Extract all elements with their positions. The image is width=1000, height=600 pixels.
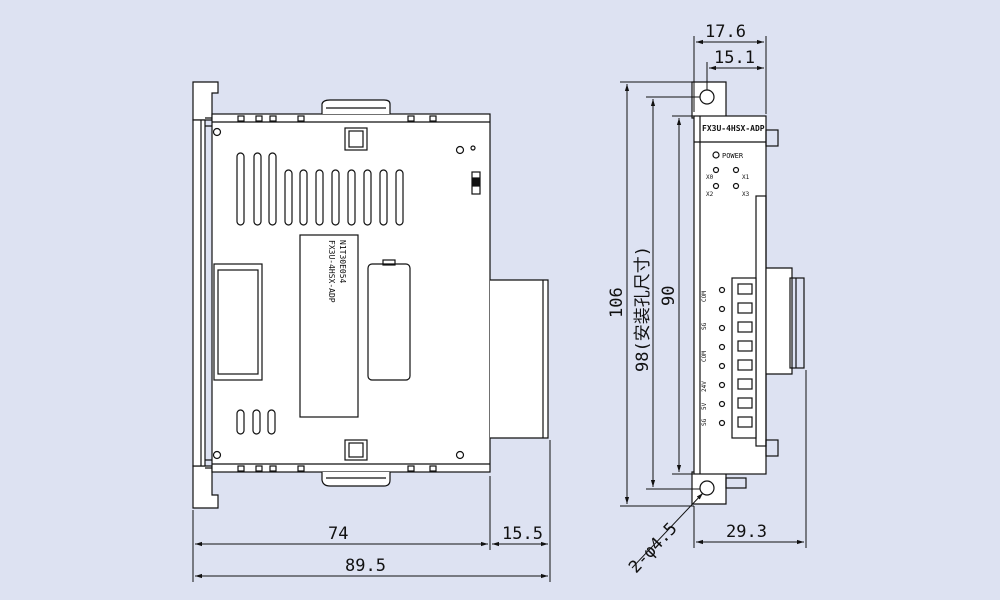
side-dimensions <box>192 440 551 582</box>
vent-slots <box>236 152 404 435</box>
dim-front-90: 90 <box>659 286 679 306</box>
front-view <box>691 81 805 505</box>
label-line-2: FX3U-4HSX-ADP <box>327 240 336 303</box>
mount-hole-icon <box>699 480 715 496</box>
front-dimensions <box>620 36 807 569</box>
side-switch <box>471 171 481 195</box>
dim-side-15-5: 15.5 <box>502 524 543 544</box>
led-label-x2: X2 <box>706 191 714 198</box>
top-slot <box>344 127 368 151</box>
dim-front-15-1: 15.1 <box>714 48 755 68</box>
dim-hole-diameter: 2-φ4.5 <box>625 519 682 578</box>
label-line-1: N1T30E054 <box>338 240 347 284</box>
front-model-label: FX3U-4HSX-ADP <box>702 124 765 133</box>
screw-icon <box>455 450 465 460</box>
power-led-icon <box>712 151 720 159</box>
led-indicators <box>712 166 740 190</box>
dim-front-98: 98(安装孔尺寸) <box>633 246 653 372</box>
din-rail-strip <box>192 119 206 467</box>
screw-icon <box>455 145 465 155</box>
bottom-tab <box>725 477 747 489</box>
terminal-screws <box>737 283 753 428</box>
screw-icon <box>470 145 476 151</box>
terminal-label: COM <box>701 351 708 362</box>
top-tabs <box>237 115 437 122</box>
right-latch-top <box>765 129 779 147</box>
screw-icon <box>212 127 222 137</box>
label-plate <box>299 234 359 418</box>
dim-front-29-3: 29.3 <box>726 522 767 542</box>
power-label: POWER <box>722 152 744 160</box>
right-latch-bottom <box>765 439 779 457</box>
side-view <box>192 81 549 509</box>
terminal-label: COM <box>701 291 708 302</box>
dim-front-106: 106 <box>607 287 627 318</box>
mount-ear-top <box>691 81 727 119</box>
terminal-label: SG <box>701 322 708 330</box>
dim-front-17-6: 17.6 <box>705 22 746 42</box>
led-label-x1: X1 <box>742 174 750 181</box>
top-connector-bump <box>321 99 391 114</box>
terminal-dots <box>718 286 726 427</box>
side-label-text: N1T30E054 FX3U-4HSX-ADP <box>327 240 347 303</box>
dim-side-74: 74 <box>328 524 348 544</box>
side-extension <box>490 279 549 439</box>
terminal-label: 24V <box>701 381 708 392</box>
dim-side-89-5: 89.5 <box>345 556 386 576</box>
bottom-slot <box>344 439 368 461</box>
front-connector <box>766 267 793 375</box>
led-label-x3: X3 <box>742 191 750 198</box>
terminal-label: 5V <box>701 402 708 410</box>
terminal-label: SG <box>701 418 708 426</box>
left-panel <box>213 263 263 381</box>
terminal-block <box>731 277 757 439</box>
battery-box <box>367 263 411 381</box>
screw-icon <box>212 450 222 460</box>
led-label-x0: X0 <box>706 174 714 181</box>
bottom-connector-bump <box>321 472 391 487</box>
bottom-tabs <box>237 465 437 472</box>
terminal-labels: SG 5V 24V COM SG COM <box>701 291 708 426</box>
